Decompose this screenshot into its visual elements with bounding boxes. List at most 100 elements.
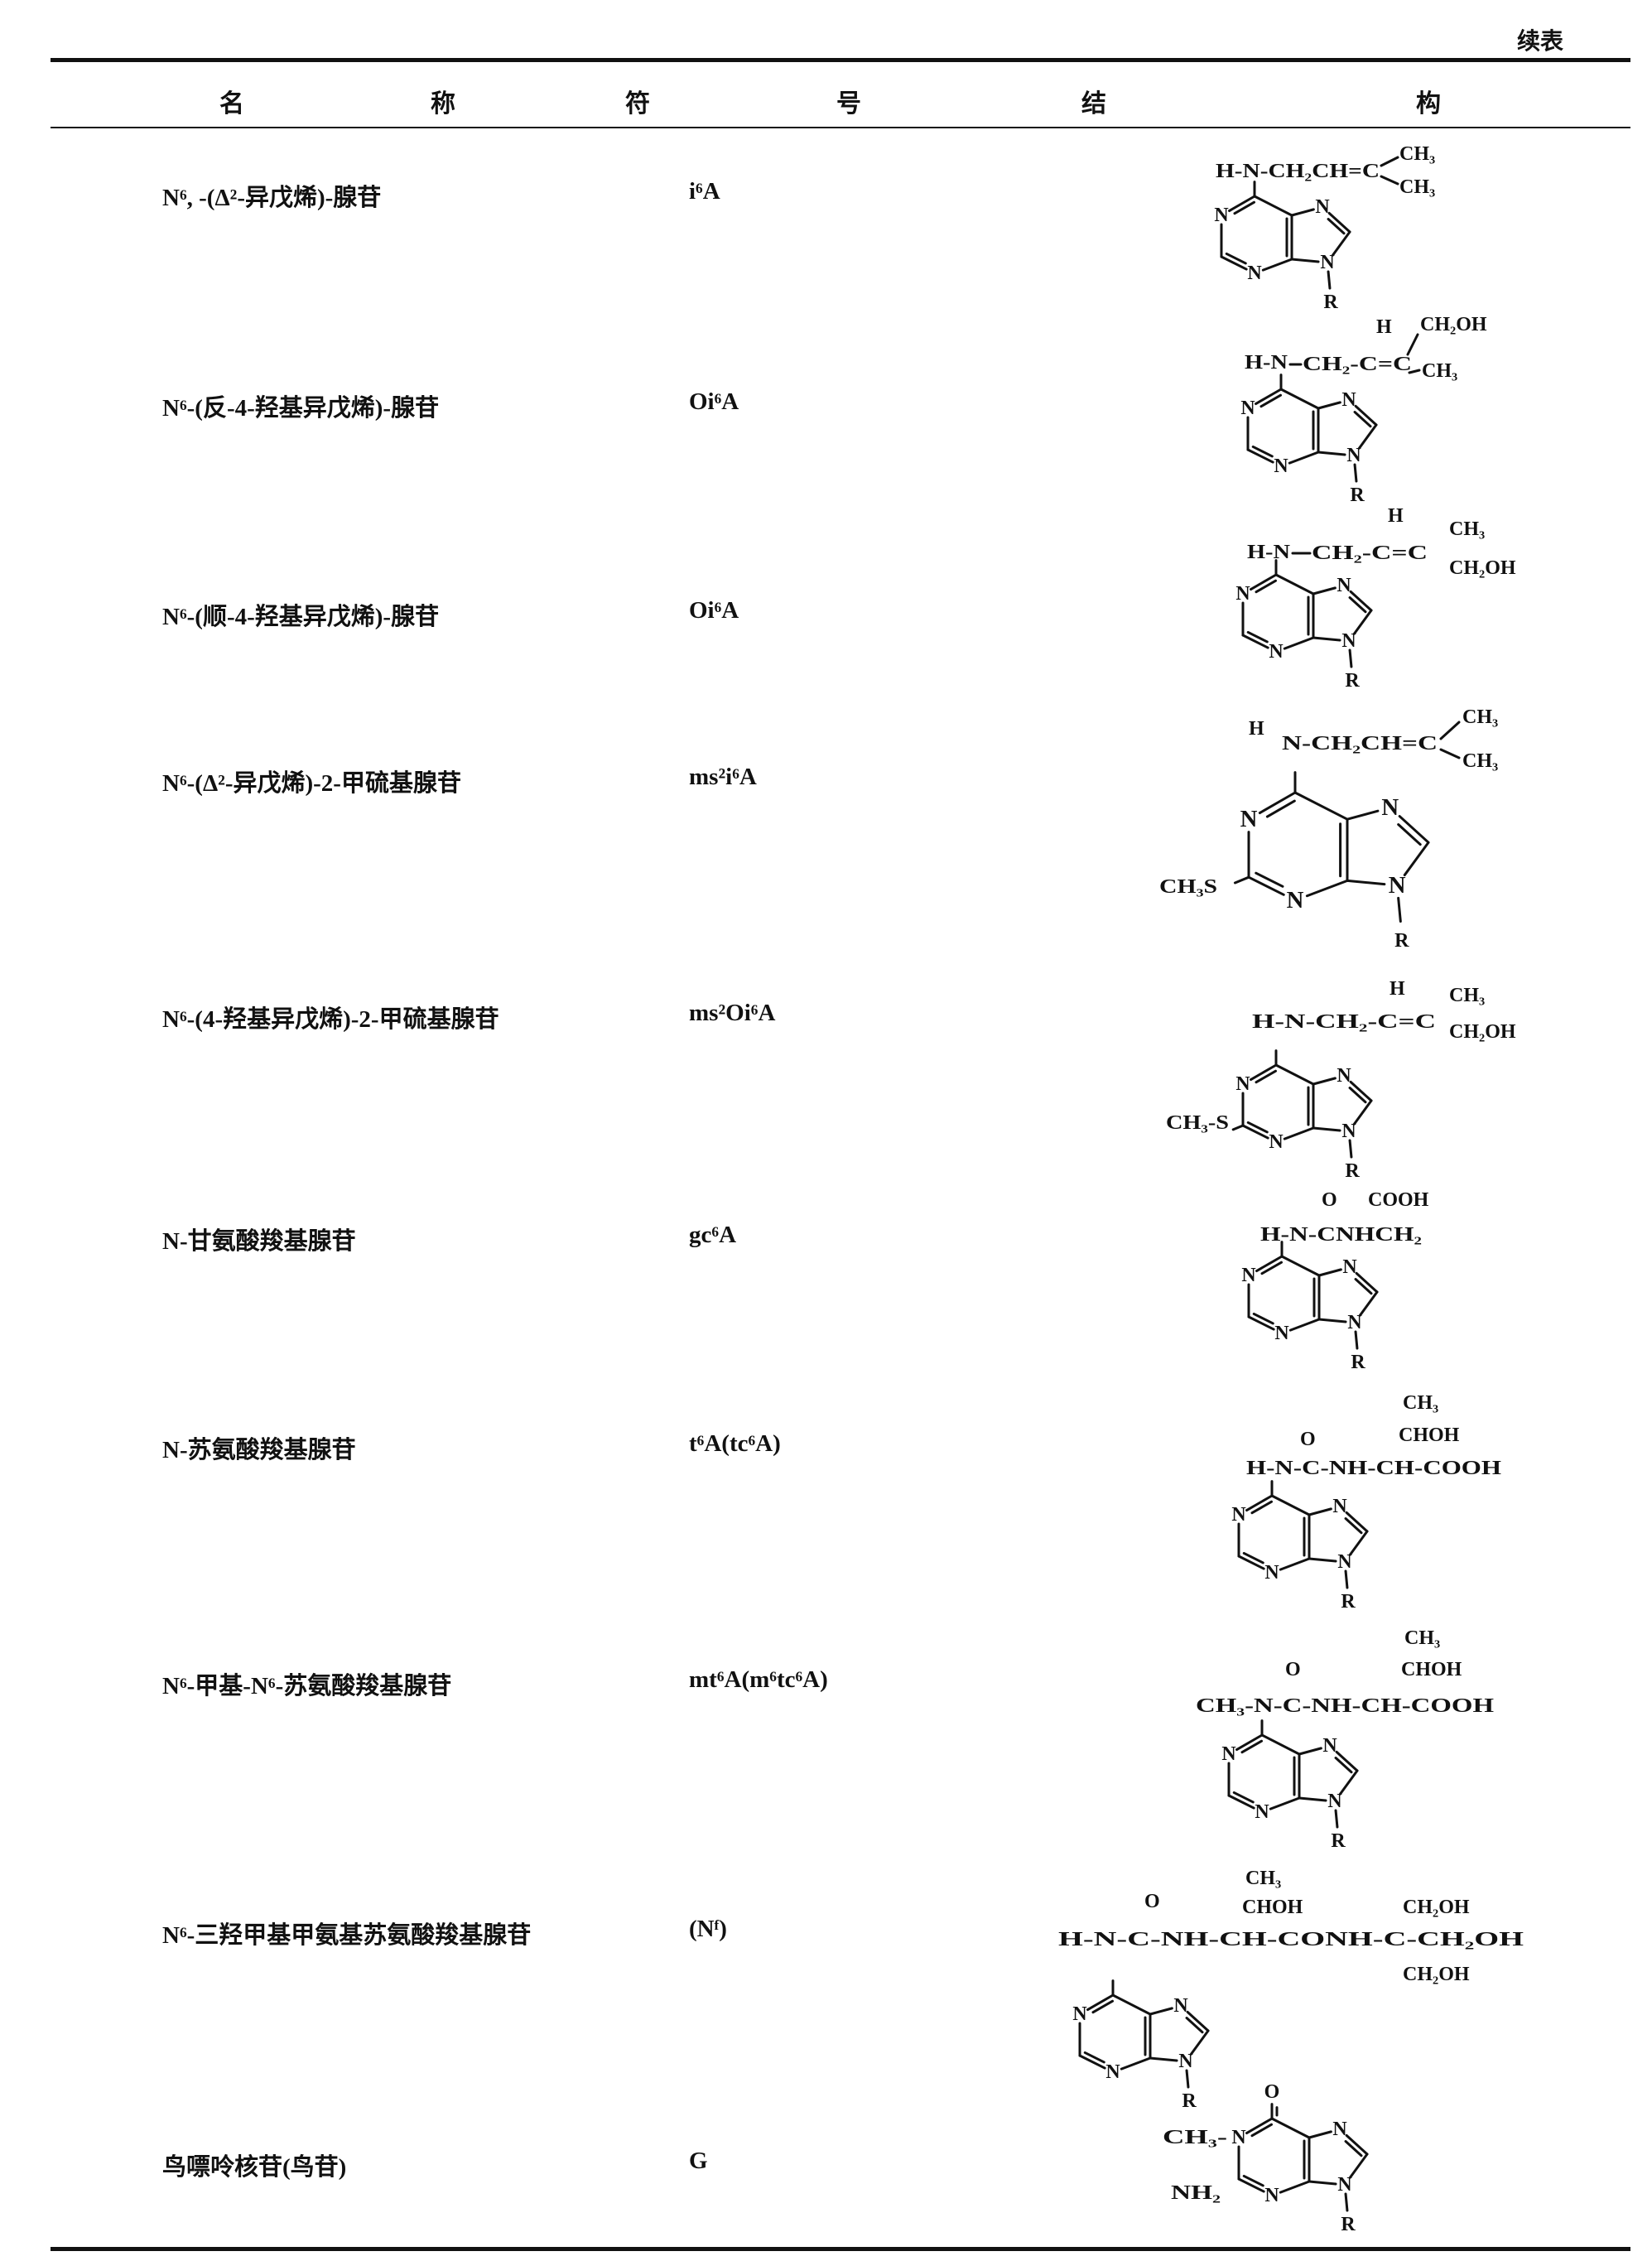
bond-line: [1357, 423, 1378, 450]
header-name-2: 称: [431, 89, 455, 118]
bond-line: [1327, 270, 1332, 290]
substituent: H: [1388, 505, 1404, 527]
ribose-r-label: R: [1394, 930, 1409, 952]
bond-line: [1290, 258, 1320, 263]
double-bond-line: [1259, 393, 1283, 408]
substituent: O: [1144, 1891, 1160, 1912]
row-symbol: (Nᶠ): [689, 1916, 727, 1942]
bond-line: [1269, 1796, 1301, 1810]
double-bond-line: [1260, 1261, 1284, 1275]
substituent: NH₂: [1171, 2182, 1221, 2204]
ribose-r-label: R: [1323, 292, 1338, 313]
double-bond-line: [1348, 596, 1367, 614]
ribose-r-label: R: [1351, 1352, 1365, 1373]
bond-line: [1398, 815, 1430, 844]
ring-nitrogen-label: N: [1264, 2185, 1279, 2206]
substituent: CH₃: [1399, 143, 1435, 165]
bond-line: [1298, 1796, 1327, 1802]
bond-line: [1312, 586, 1337, 595]
substituent: CH₃: [1422, 360, 1457, 382]
ring-nitrogen-label: N: [1381, 794, 1399, 821]
bond-line: [1403, 841, 1430, 877]
substituent: O: [1322, 1189, 1337, 1211]
bond-line: [1111, 1993, 1152, 2016]
double-bond-line: [1252, 1312, 1274, 1325]
header-name-1: 名: [219, 89, 244, 118]
bond-line: [1346, 809, 1380, 821]
double-bond-line: [1240, 1739, 1264, 1754]
ribose-r-label: R: [1182, 2090, 1197, 2112]
substituent: CH₃: [1404, 1627, 1440, 1649]
bond-line: [1312, 1126, 1341, 1132]
double-bond-line: [1232, 1791, 1255, 1804]
ring-nitrogen-label: N: [1241, 1265, 1256, 1286]
header-symbol-2: 号: [836, 89, 861, 118]
double-bond-line: [1344, 1517, 1363, 1535]
ring-nitrogen-label: N: [1341, 630, 1356, 652]
bond-line: [1288, 1318, 1321, 1332]
substituent: CHOH: [1401, 1659, 1462, 1680]
substituent: CH₃-S: [1166, 1112, 1229, 1134]
ribose-r-label: R: [1345, 1160, 1360, 1182]
row-name: 鸟嘌呤核苷(鸟苷): [162, 2154, 347, 2181]
substituent: CH₃-: [1163, 2127, 1227, 2148]
bond-line: [1233, 875, 1250, 885]
bond-line: [1255, 1255, 1284, 1273]
bond-line: [1245, 1494, 1274, 1512]
substituent: H-N-CNHCH₂: [1260, 1224, 1422, 1246]
bond-line: [1270, 2117, 1311, 2139]
bond-line: [1253, 195, 1293, 217]
bond-line: [1279, 2180, 1311, 2194]
ring-nitrogen-label: N: [1337, 1551, 1352, 1573]
substituent: H-N-C-NH-CH-CONH-C-CH₂OH: [1058, 1929, 1524, 1950]
ring-nitrogen-label: N: [1240, 398, 1255, 419]
double-bond-line: [1255, 1069, 1278, 1084]
bond-line: [1250, 573, 1278, 591]
bond-line: [1120, 2056, 1152, 2071]
double-bond-line: [1242, 1551, 1264, 1564]
double-bond-line: [1344, 2140, 1363, 2157]
ring-nitrogen-label: N: [1240, 806, 1258, 832]
continued-label: 续表: [1517, 27, 1564, 55]
ring-nitrogen-label: N: [1231, 2127, 1246, 2148]
ring-nitrogen-label: N: [1274, 1323, 1289, 1344]
bond-line: [1086, 1993, 1115, 2012]
bond-line: [1149, 2056, 1178, 2062]
bond-line: [1348, 648, 1353, 668]
bond-line: [1348, 2153, 1369, 2179]
bond-line: [1186, 2010, 1210, 2032]
bond-line: [1305, 879, 1349, 898]
ring-nitrogen-label: N: [1337, 1065, 1351, 1087]
substituent: H: [1376, 316, 1392, 338]
ring-nitrogen-label: N: [1072, 2003, 1087, 2025]
double-bond-line: [1354, 1278, 1373, 1295]
double-bond-line: [1251, 445, 1274, 458]
ring-nitrogen-label: N: [1235, 583, 1250, 605]
bond-line: [1317, 1268, 1342, 1277]
bond-line: [1220, 255, 1248, 271]
row-name: N⁶-(反-4-羟基异戊烯)-腺苷: [162, 395, 440, 422]
header-symbol-1: 符: [625, 89, 650, 118]
ribose-r-label: R: [1341, 2214, 1356, 2235]
bond-line: [1344, 1569, 1349, 1589]
substituent: CH₂-C=C: [1303, 354, 1412, 375]
double-bond-line: [1334, 1757, 1353, 1774]
ribose-r-label: R: [1341, 1591, 1356, 1613]
substituent: N-CH₂CH=C: [1282, 733, 1438, 754]
bond-line: [1246, 448, 1274, 464]
bond-line: [1237, 1555, 1265, 1570]
bond-line: [1185, 2069, 1190, 2089]
substituent: CHOH: [1399, 1425, 1460, 1446]
ring-nitrogen-label: N: [1332, 2119, 1347, 2140]
oxo-label: O: [1264, 2081, 1280, 2103]
bond-line: [1241, 1124, 1269, 1140]
substituent: CH₃: [1403, 1392, 1438, 1414]
double-bond-line: [1225, 252, 1247, 265]
ring-nitrogen-label: N: [1231, 1504, 1246, 1526]
bond-line: [1274, 1063, 1315, 1086]
bond-line: [1348, 1139, 1353, 1159]
substituent: CH₃: [1449, 518, 1485, 540]
bond-line: [1358, 1290, 1379, 1317]
ring-nitrogen-label: N: [1173, 1995, 1188, 2017]
